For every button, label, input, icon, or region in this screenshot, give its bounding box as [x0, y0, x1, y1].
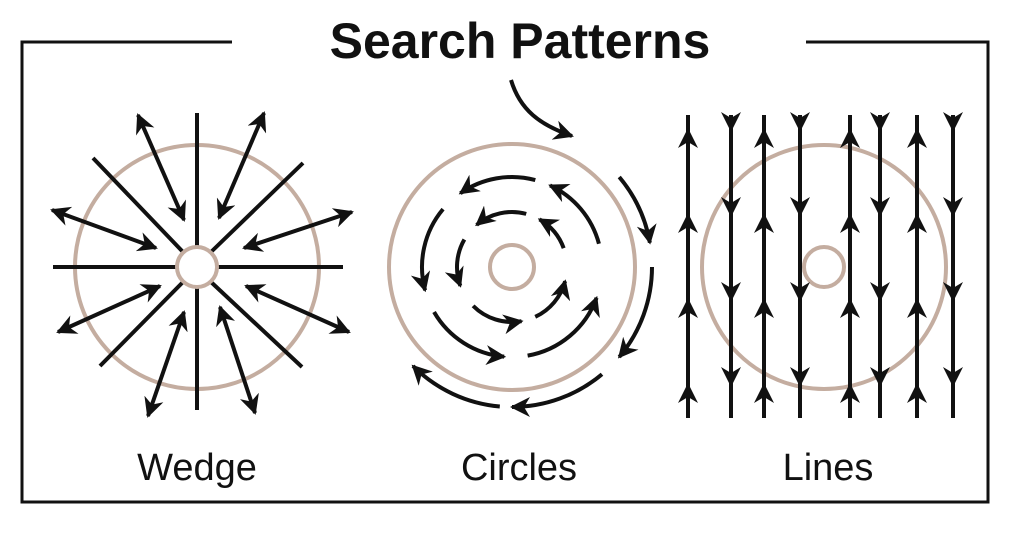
inner-ring-arrow: [471, 304, 524, 335]
wedge-label: Wedge: [137, 447, 257, 489]
middle-ring-arrow: [410, 207, 445, 293]
double-arrow: [244, 284, 351, 334]
diagram-title: Search Patterns: [330, 13, 711, 69]
center-ring: [802, 245, 846, 289]
outer-ring-arrow: [510, 372, 604, 417]
center-ring: [175, 245, 219, 289]
middle-ring-arrow: [458, 174, 536, 195]
lines-label: Lines: [783, 447, 874, 489]
double-arrow: [50, 206, 158, 252]
outer-ring-arrow: [617, 266, 654, 359]
center-ring: [488, 243, 536, 291]
outer-search-ring: [387, 142, 637, 392]
middle-ring-arrow: [548, 183, 601, 245]
double-arrow: [136, 113, 186, 222]
double-arrow: [56, 284, 162, 334]
inner-ring-arrow: [475, 205, 527, 227]
double-arrow: [216, 305, 259, 415]
circles-label: Circles: [461, 447, 577, 489]
outer-ring-arrow: [411, 364, 500, 409]
entry-arrow: [509, 79, 574, 140]
wedge-pattern: [50, 111, 354, 418]
outer-ring-arrow: [617, 175, 657, 245]
double-arrow: [144, 310, 188, 418]
inner-ring-arrow: [537, 217, 566, 249]
inner-ring-arrow: [444, 238, 467, 288]
double-arrow: [242, 208, 354, 252]
outer-search-ring: [700, 143, 948, 391]
lines-pattern: [678, 112, 963, 418]
circles-pattern: [387, 79, 657, 417]
middle-ring-arrow: [432, 310, 507, 366]
frame: [20, 40, 990, 504]
double-arrow: [216, 111, 267, 220]
middle-ring-arrow: [527, 295, 600, 358]
inner-ring-arrow: [534, 279, 571, 319]
radial-line: [91, 156, 185, 254]
